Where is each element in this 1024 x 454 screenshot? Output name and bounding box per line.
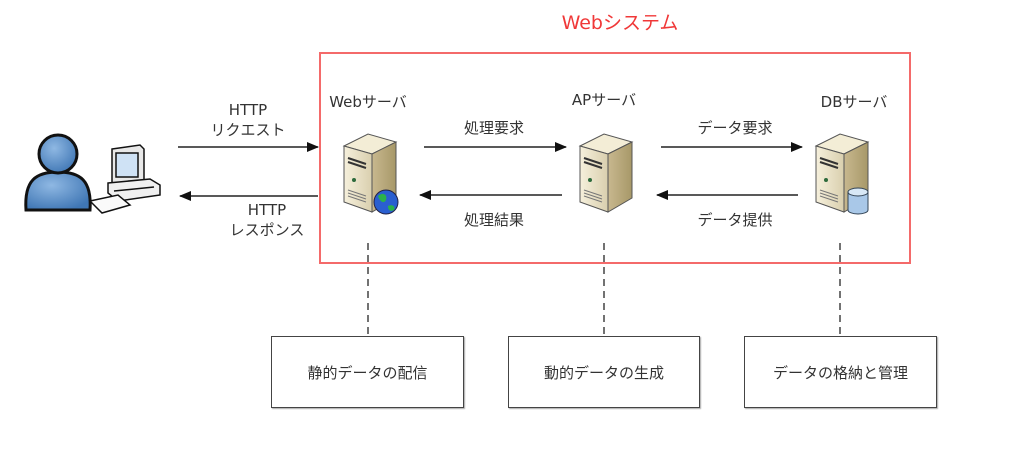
web-server-icon bbox=[342, 133, 399, 215]
globe-icon bbox=[373, 189, 399, 215]
static-data-delivery-label: 静的データの配信 bbox=[307, 363, 428, 382]
http-request-label-line1: HTTP bbox=[228, 101, 268, 119]
computer-icon bbox=[88, 144, 161, 214]
dynamic-data-generation-box: 動的データの生成 bbox=[508, 336, 700, 408]
data-provide-label: データ提供 bbox=[697, 211, 773, 229]
data-storage-management-label: データの格納と管理 bbox=[772, 363, 908, 382]
process-result-label: 処理結果 bbox=[463, 211, 524, 229]
http-request-label-line2: リクエスト bbox=[210, 121, 286, 139]
web-system-boundary bbox=[319, 52, 911, 264]
ap-server-icon bbox=[578, 133, 634, 213]
ap-server-label: APサーバ bbox=[571, 91, 637, 109]
http-response-label: HTTP レスポンス bbox=[222, 200, 312, 240]
db-server-icon bbox=[814, 133, 870, 215]
system-title: Webシステム bbox=[561, 12, 679, 34]
http-response-label-line2: レスポンス bbox=[229, 221, 305, 239]
db-server-label: DBサーバ bbox=[820, 93, 888, 111]
http-request-label: HTTP リクエスト bbox=[208, 100, 288, 140]
user-icon bbox=[24, 133, 92, 212]
data-storage-management-box: データの格納と管理 bbox=[744, 336, 937, 408]
data-request-label: データ要求 bbox=[697, 119, 773, 137]
static-data-delivery-box: 静的データの配信 bbox=[271, 336, 464, 408]
web-server-label: Webサーバ bbox=[329, 93, 407, 111]
http-response-label-line1: HTTP bbox=[247, 201, 287, 219]
dynamic-data-generation-label: 動的データの生成 bbox=[543, 363, 664, 382]
database-icon bbox=[847, 187, 869, 215]
process-request-label: 処理要求 bbox=[463, 119, 524, 137]
